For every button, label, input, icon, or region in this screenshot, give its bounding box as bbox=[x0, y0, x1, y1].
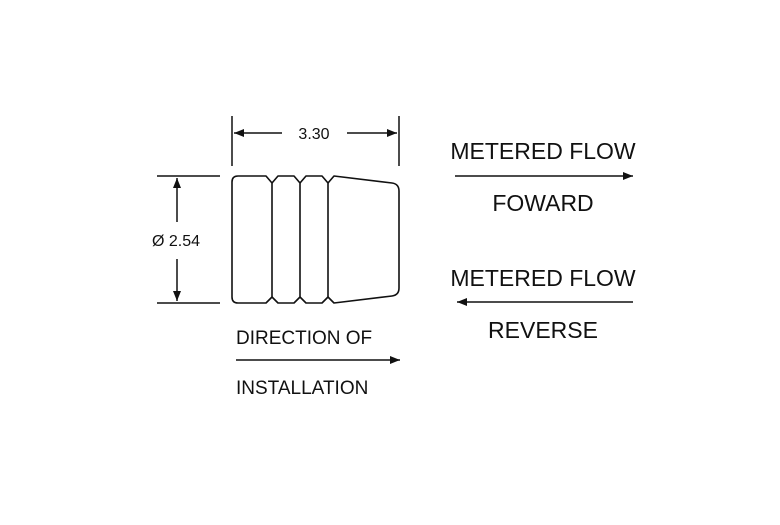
width-dimension: 3.30 bbox=[231, 116, 400, 166]
part-segment-3 bbox=[299, 175, 329, 304]
forward-label-line1: METERED FLOW bbox=[450, 138, 636, 164]
part-segment-4 bbox=[327, 175, 400, 304]
installation-label-line1: DIRECTION OF bbox=[236, 328, 372, 349]
reverse-flow: METERED FLOW REVERSE bbox=[450, 265, 636, 343]
reverse-label-line1: METERED FLOW bbox=[450, 265, 636, 291]
installation-direction: DIRECTION OF INSTALLATION bbox=[236, 328, 400, 399]
diameter-dimension-label: Ø 2.54 bbox=[152, 233, 200, 250]
width-dimension-label: 3.30 bbox=[298, 126, 329, 143]
installation-label-line2: INSTALLATION bbox=[236, 378, 368, 399]
part-segment-2 bbox=[271, 175, 301, 304]
diameter-dimension: Ø 2.54 bbox=[152, 175, 220, 304]
reverse-label-line2: REVERSE bbox=[488, 317, 598, 343]
forward-label-line2: FOWARD bbox=[492, 190, 593, 216]
part-segment-1 bbox=[231, 175, 273, 304]
forward-flow: METERED FLOW FOWARD bbox=[450, 138, 636, 216]
part-outline bbox=[231, 175, 400, 304]
